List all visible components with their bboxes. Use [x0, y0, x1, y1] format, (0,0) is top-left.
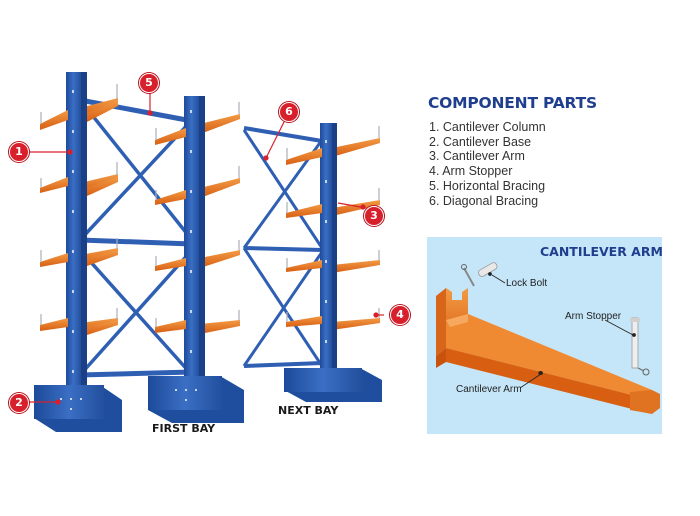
next-bay-arms-back [332, 138, 380, 330]
next-bay-column [320, 123, 332, 383]
next-bay-arms-front [286, 148, 322, 327]
component-part-item: 3. Cantilever Arm [429, 149, 525, 164]
callout-badge-5: 5 [139, 73, 159, 93]
next-bay-horizontal-bracing [243, 126, 323, 368]
next-bay-rack [242, 123, 382, 402]
first-bay-column-left [66, 72, 81, 392]
callout-badge-2: 2 [9, 393, 29, 413]
next-bay-label: NEXT BAY [278, 404, 339, 417]
next-bay-arm-stoppers [286, 126, 380, 322]
first-bay-rack [34, 72, 244, 432]
callout-badge-3: 3 [364, 206, 384, 226]
component-part-item: 5. Horizontal Bracing [429, 178, 546, 193]
cantilever-arm-title: CANTILEVER ARM [540, 244, 663, 259]
component-parts-list: 1. Cantilever Column 2. Cantilever Base … [429, 120, 546, 208]
first-bay-label: FIRST BAY [152, 422, 216, 435]
lock-bolt-label: Lock Bolt [506, 278, 548, 289]
callout-badge-1: 1 [9, 142, 29, 162]
callout-badge-4: 4 [390, 305, 410, 325]
first-bay-horizontal-bracing [79, 97, 193, 378]
cantilever-arm-label: Cantilever Arm [456, 384, 522, 395]
callout-leaders [28, 90, 384, 405]
first-bay-column-right [184, 96, 199, 391]
first-bay-diagonal-bracing [78, 98, 194, 377]
arm-stopper-illustration [630, 317, 650, 376]
callout-badge-6: 6 [279, 102, 299, 122]
component-part-item: 2. Cantilever Base [429, 134, 532, 149]
arm-stopper-label: Arm Stopper [565, 311, 622, 322]
component-part-item: 1. Cantilever Column [429, 120, 546, 134]
first-bay-arm-stoppers [40, 84, 240, 327]
component-part-item: 6. Diagonal Bracing [429, 193, 539, 208]
cantilever-arm-detail-drawing [436, 262, 660, 414]
component-part-item: 4. Arm Stopper [429, 164, 513, 179]
first-bay-bases [34, 376, 244, 432]
lock-bolt-illustration [461, 262, 498, 287]
next-bay-base [284, 368, 382, 402]
component-parts-title: COMPONENT PARTS [428, 94, 597, 112]
first-bay-arms-front [40, 100, 186, 335]
